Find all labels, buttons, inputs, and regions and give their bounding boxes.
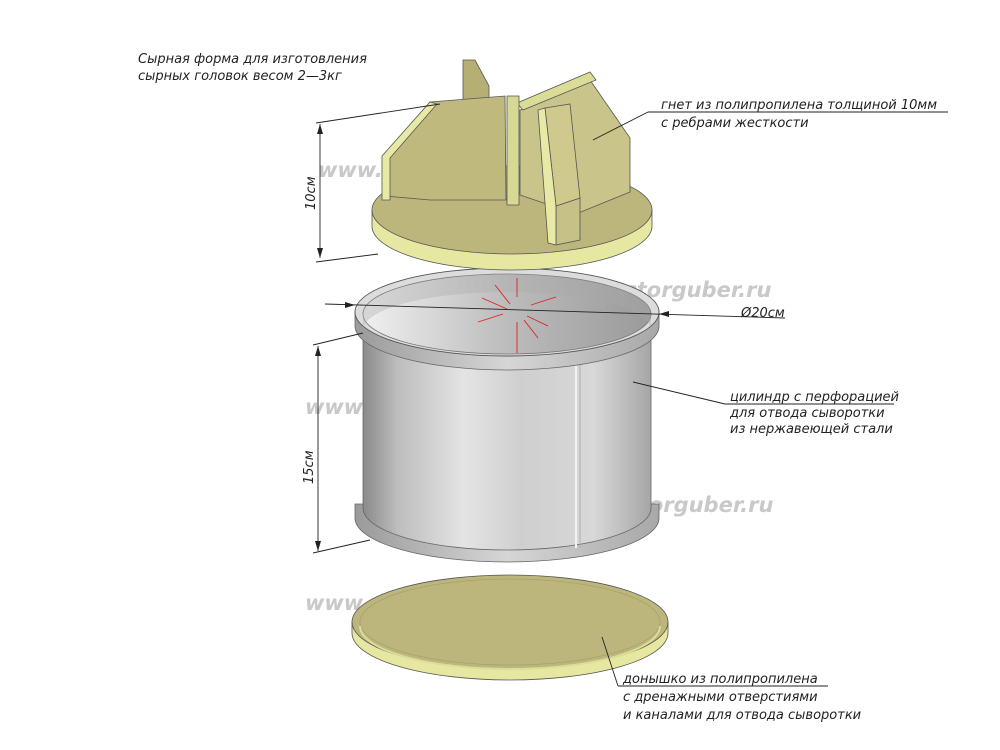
- title-line-2: сырных головок весом 2—3кг: [138, 69, 342, 84]
- press-weight: [371, 59, 653, 271]
- steel-cylinder: [354, 267, 660, 563]
- cylinder-height-label: 15см: [302, 450, 317, 484]
- title-line-1: Сырная форма для изготовления: [138, 52, 367, 67]
- bottom-disk: [351, 574, 669, 681]
- press-label-line-1: гнет из полипропилена толщиной 10мм: [661, 98, 937, 113]
- bottom-label-line-3: и каналами для отвода сыворотки: [623, 708, 861, 723]
- center-mark: [477, 278, 557, 353]
- drawing-title: Сырная форма для изготовления сырных гол…: [138, 52, 367, 84]
- press-label-line-2: с ребрами жесткости: [661, 116, 809, 131]
- callouts: гнет из полипропилена толщиной 10мм с ре…: [592, 98, 948, 723]
- press-height-label: 10см: [304, 176, 319, 210]
- diameter-label: Ø20см: [740, 306, 785, 321]
- bottom-label-line-2: с дренажными отверстиями: [623, 690, 818, 705]
- dimension-lines: 10см 15см Ø20см: [302, 103, 786, 554]
- cylinder-label-line-1: цилиндр с перфорацией: [730, 390, 899, 405]
- cylinder-label-line-3: из нержавеющей стали: [730, 422, 893, 437]
- bottom-label-line-1: донышко из полипропилена: [622, 672, 818, 687]
- cylinder-label-line-2: для отвода сыворотки: [729, 406, 885, 421]
